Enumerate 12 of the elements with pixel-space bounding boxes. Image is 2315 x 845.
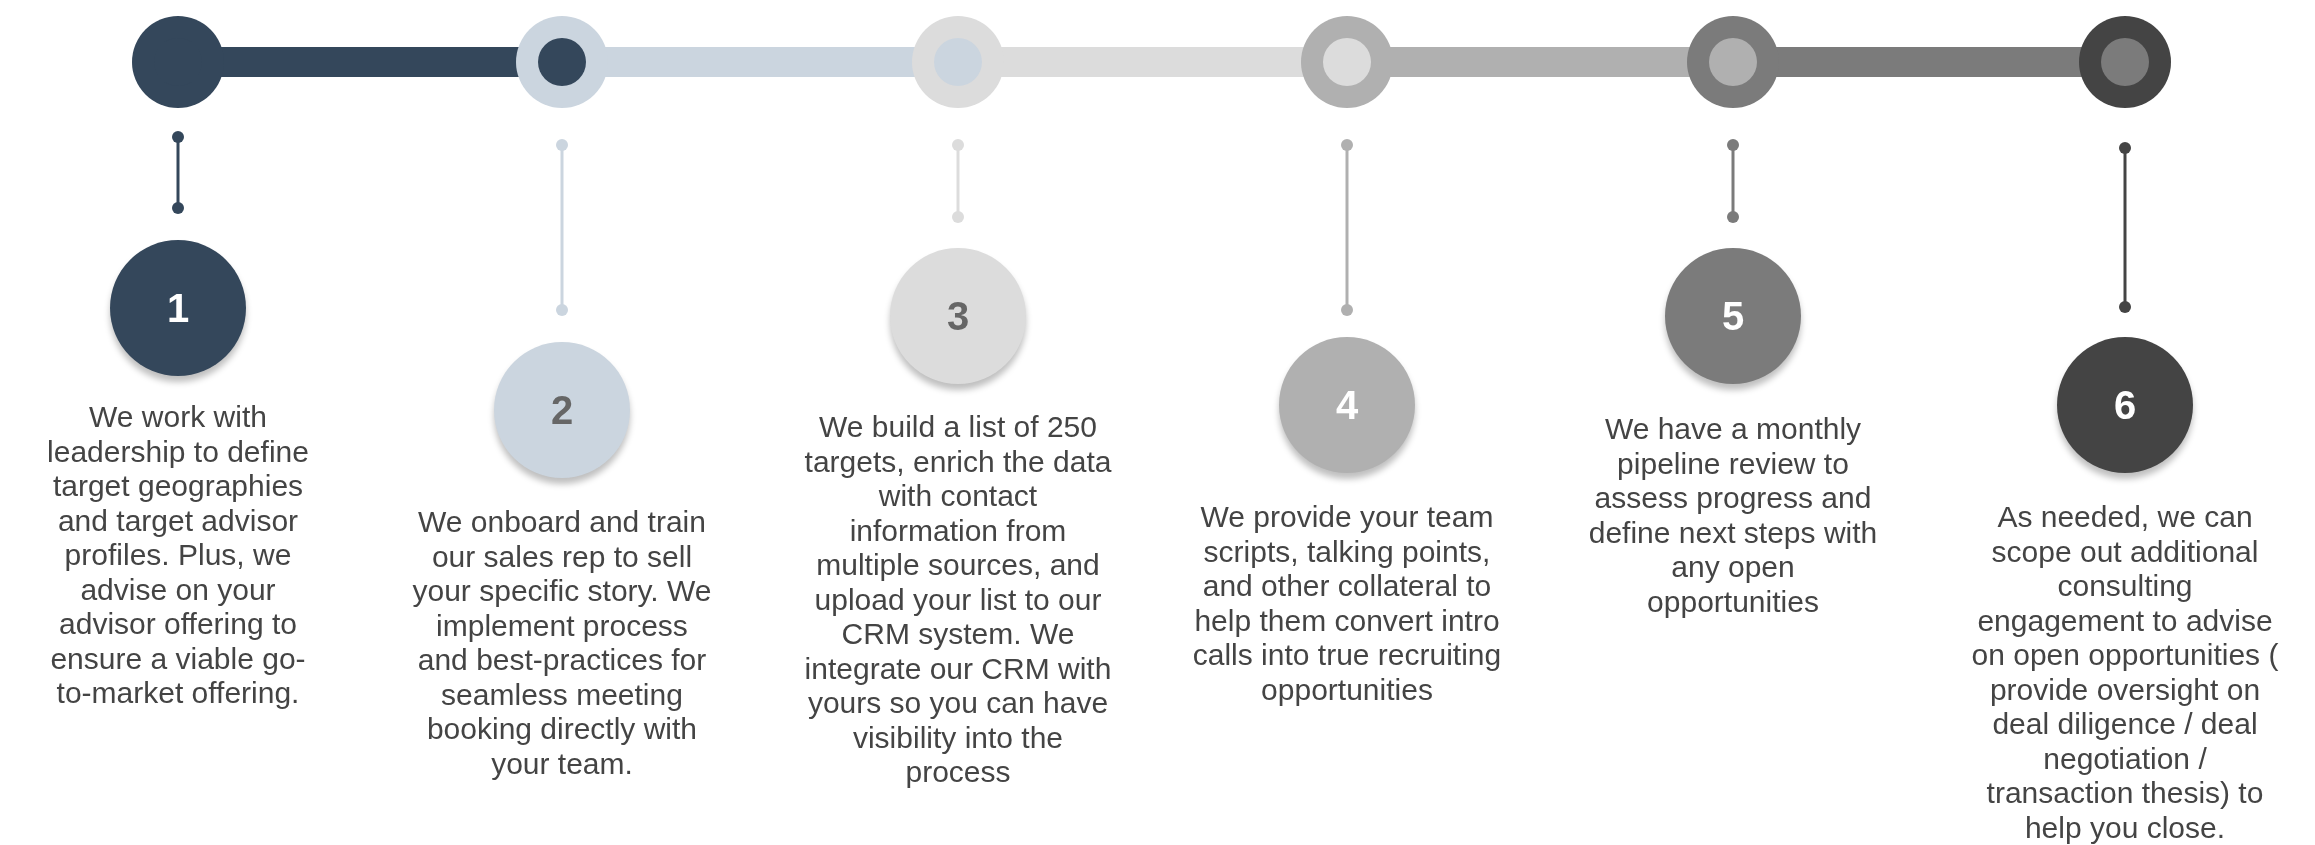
step-number-circle: 2 [494, 342, 630, 478]
step-description: We onboard and train our sales rep to sell your specific story. We implement process and best-practices for seamless meeting booking directly with your team. [412, 505, 712, 781]
step-number-circle: 1 [110, 240, 246, 376]
step-description: As needed, we can scope out additional consulting engagement to advise on open opportunities ( provide oversight on deal diligence / deal negotiation / transaction thesis) to help you close. [1970, 500, 2280, 845]
step-description: We have a monthly pipeline review to assess progress and define next steps with any open opportunities [1587, 412, 1879, 619]
step-number-circle: 3 [890, 248, 1026, 384]
step-number-circle: 6 [2057, 337, 2193, 473]
step-description: We provide your team scripts, talking points, and other collateral to help them convert intro calls into true recruiting opportunities [1191, 500, 1503, 707]
step-description: We build a list of 250 targets, enrich the data with contact information from multiple sources, and upload your list to our CRM system. We integrate our CRM with yours so you can have visibility into the process [803, 410, 1113, 790]
step-description: We work with leadership to define target geographies and target advisor profiles. Plus, we advise on your advisor offering to ensure a viable go-to-market offering. [46, 400, 310, 711]
step-number-circle: 4 [1279, 337, 1415, 473]
step-number-circle: 5 [1665, 248, 1801, 384]
